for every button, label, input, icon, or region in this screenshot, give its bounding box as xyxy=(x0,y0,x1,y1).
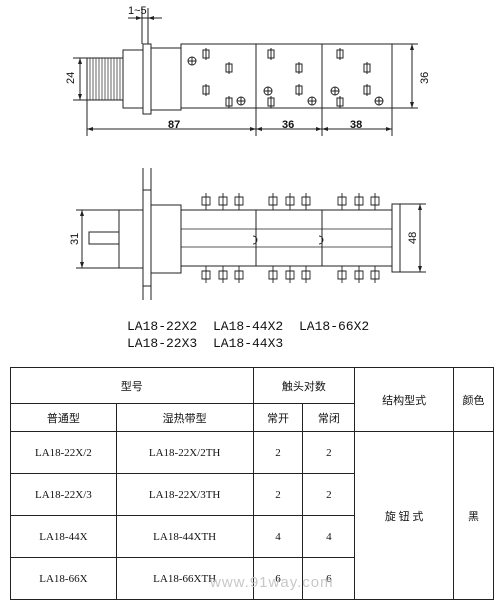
cell-no: 4 xyxy=(252,515,304,558)
cell-normal: LA18-22X/2 xyxy=(10,431,117,474)
header-model: 型号 xyxy=(10,367,254,404)
knurl-lines xyxy=(89,58,121,100)
model-name: LA18-22X2 xyxy=(127,319,198,334)
sub-header-normal: 普通型 xyxy=(10,403,117,432)
cell-no: 2 xyxy=(252,431,304,474)
model-name: LA18-44X2 xyxy=(213,319,284,334)
sub-header-no: 常开 xyxy=(252,403,304,432)
technical-drawing: 1~5 24 36 87 36 38 31 48 xyxy=(65,5,431,300)
watermark: www.91way.com xyxy=(210,574,334,591)
cell-humid: LA18-22X/3TH xyxy=(115,473,254,516)
model-name: LA18-66X2 xyxy=(299,319,370,334)
terminal-symbols-side xyxy=(201,193,380,283)
sub-header-humid: 湿热带型 xyxy=(115,403,254,432)
dim-height-left-side: 31 xyxy=(69,233,81,245)
table-row: LA18-22X/3 LA18-22X/3TH 2 2 xyxy=(10,473,494,516)
model-row-2: LA18-22X3 LA18-44X3 xyxy=(127,335,369,352)
terminal-symbols-top xyxy=(187,48,384,108)
cell-humid: LA18-66XTH xyxy=(115,557,254,600)
dim-height-right-top: 36 xyxy=(419,72,431,84)
cell-nc: 6 xyxy=(302,557,356,600)
model-row-1: LA18-22X2 LA18-44X2 LA18-66X2 xyxy=(127,318,369,335)
cell-nc: 4 xyxy=(302,515,356,558)
cell-structure: 旋 钮 式 xyxy=(354,431,455,600)
header-structure: 结构型式 xyxy=(354,367,455,432)
table-row: LA18-22X/2 LA18-22X/2TH 2 2 旋 钮 式 黑 xyxy=(10,431,494,600)
dim-gap-label: 1~5 xyxy=(128,5,147,17)
dim-length-2: 36 xyxy=(282,119,294,131)
cell-nc: 2 xyxy=(302,431,356,474)
cell-no: 2 xyxy=(252,473,304,516)
spec-table: 型号 触头对数 结构型式 颜色 普通型 湿热带型 常开 常闭 LA18-22X/… xyxy=(10,367,494,600)
dim-length-3: 38 xyxy=(350,119,362,131)
cell-normal: LA18-66X xyxy=(10,557,117,600)
model-name: LA18-22X3 xyxy=(127,336,198,351)
cell-normal: LA18-44X xyxy=(10,515,117,558)
sub-header-nc: 常闭 xyxy=(302,403,356,432)
header-color: 颜色 xyxy=(453,367,494,432)
table-row: LA18-44X LA18-44XTH 4 4 xyxy=(10,515,494,558)
cell-humid: LA18-44XTH xyxy=(115,515,254,558)
model-name: LA18-44X3 xyxy=(213,336,284,351)
header-contacts: 触头对数 xyxy=(252,367,356,404)
cell-no: 6 xyxy=(252,557,304,600)
cell-humid: LA18-22X/2TH xyxy=(115,431,254,474)
cell-nc: 2 xyxy=(302,473,356,516)
dim-height-left-top: 24 xyxy=(65,72,77,84)
table-row: LA18-66X LA18-66XTH 6 6 xyxy=(10,557,494,600)
cell-normal: LA18-22X/3 xyxy=(10,473,117,516)
cell-color: 黑 xyxy=(453,431,494,600)
dim-length-1: 87 xyxy=(168,119,180,131)
dim-height-right-side: 48 xyxy=(407,232,419,244)
